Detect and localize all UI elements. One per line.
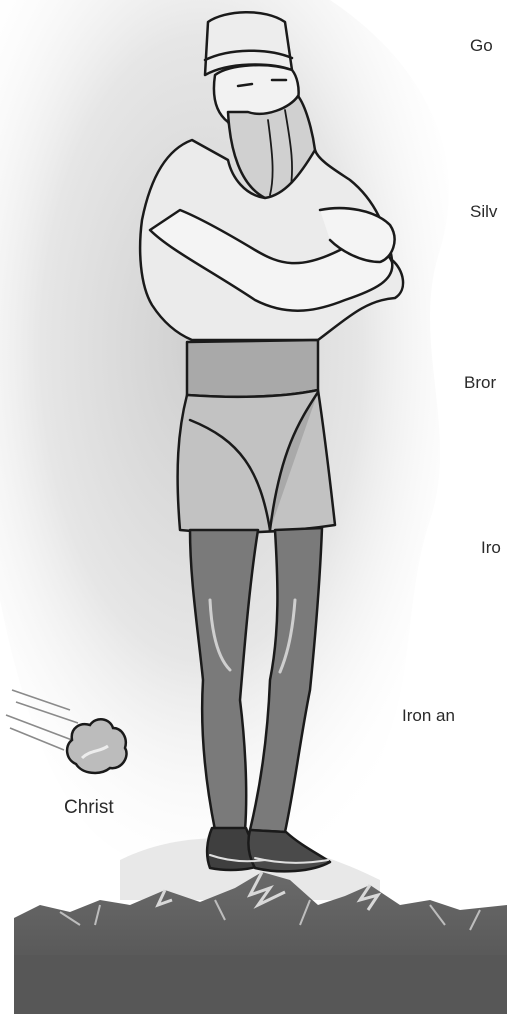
- statue-belt: [187, 340, 318, 397]
- label-silver: Silv: [470, 202, 507, 222]
- label-iron: Iro: [481, 538, 507, 558]
- statue-skirt: [178, 390, 335, 532]
- label-gold: Go: [470, 36, 507, 56]
- mountain-range: [14, 872, 507, 1014]
- label-bronze: Bror: [464, 373, 507, 393]
- label-stone: Christ: [64, 797, 114, 819]
- label-iron-and-clay: Iron an: [402, 706, 507, 726]
